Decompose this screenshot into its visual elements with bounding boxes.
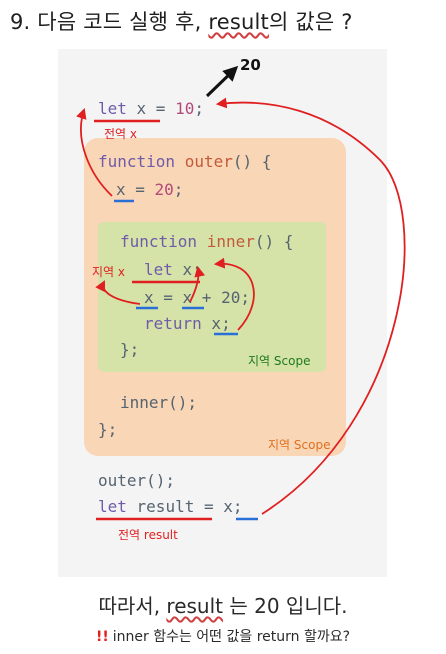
code-line-let-result: let result = x; [98,497,243,516]
code-line-inner-assign: x = x + 20; [144,288,250,307]
code-line-inner-decl: function inner() { [120,232,294,251]
question-title: 9. 다음 코드 실행 후, result의 값은 ? [10,6,440,36]
global-result-label: 전역 result [118,528,178,542]
outer-scope-label: 지역 Scope [268,438,331,452]
followup-question: !!inner 함수는 어떤 값을 return 할까요? [95,629,351,645]
code-line-call-inner: inner(); [120,393,198,412]
question-keyword: result [208,10,269,34]
question-suffix: 의 값은 ? [268,10,353,34]
code-line-outer-close: }; [98,420,118,439]
local-x-label: 지역 x [92,265,125,279]
question-prefix: 9. 다음 코드 실행 후, [10,10,209,34]
global-x-label: 전역 x [104,127,137,141]
answer-keyword: result [166,594,224,618]
code-line-inner-let: let x; [144,260,202,279]
code-line-inner-close: }; [120,340,140,359]
code-line-inner-return: return x; [144,314,231,333]
inner-scope-label: 지역 Scope [248,354,311,368]
keyword-let: let [98,99,127,118]
code-line-outer-decl: function outer() { [98,152,272,171]
warning-icon: !! [95,629,109,645]
code-line-let-x: let x = 10; [98,99,204,118]
code-line-outer-assign: x = 20; [116,180,184,199]
arrow-value-label: 20 [240,56,261,74]
code-line-call-outer: outer(); [98,471,176,490]
answer-text: 따라서, result 는 20 입니다. [98,594,348,618]
number-literal: 10 [175,99,195,118]
